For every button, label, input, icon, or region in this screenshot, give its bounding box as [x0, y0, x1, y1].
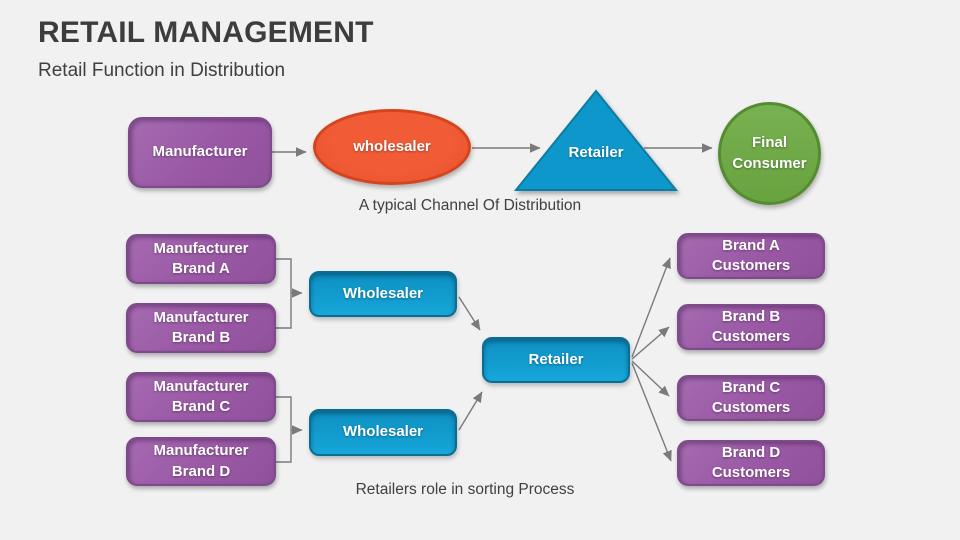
node-retailer-triangle-label: Retailer: [568, 144, 624, 161]
arrow-wholesaler1-to-retailer: [458, 296, 481, 331]
arrow-retailer-to-customersD: [631, 362, 672, 462]
arrow-retailer-to-customersC: [631, 360, 670, 397]
connector-brandAB-bracket: [276, 258, 292, 329]
node-retailer: Retailer: [482, 337, 630, 383]
top-diagram-caption: A typical Channel Of Distribution: [358, 197, 582, 214]
node-manufacturer-brand-b: Manufacturer Brand B: [126, 303, 276, 353]
node-final-consumer: Final Consumer: [718, 102, 821, 205]
triangle-retailer-shape: [513, 89, 679, 191]
node-brand-d-customers: Brand D Customers: [677, 440, 825, 486]
node-wholesaler-ellipse: wholesaler: [313, 109, 471, 185]
node-wholesaler-1: Wholesaler: [309, 271, 457, 317]
slide-title: RETAIL MANAGEMENT: [38, 16, 374, 49]
node-manufacturer-brand-a: Manufacturer Brand A: [126, 234, 276, 284]
node-manufacturer: Manufacturer: [128, 117, 272, 188]
arrow-wholesaler2-to-retailer: [458, 391, 483, 431]
node-wholesaler-2: Wholesaler: [309, 409, 457, 456]
node-brand-b-customers: Brand B Customers: [677, 304, 825, 350]
node-manufacturer-brand-c: Manufacturer Brand C: [126, 372, 276, 422]
connector-brandCD-bracket: [276, 396, 292, 463]
arrow-retailer-to-customersA: [631, 257, 671, 358]
node-brand-a-customers: Brand A Customers: [677, 233, 825, 279]
slide-subtitle: Retail Function in Distribution: [38, 60, 286, 81]
node-brand-c-customers: Brand C Customers: [677, 375, 825, 421]
bottom-diagram-caption: Retailers role in sorting Process: [355, 481, 575, 498]
node-manufacturer-brand-d: Manufacturer Brand D: [126, 437, 276, 486]
arrow-retailer-to-customersB: [631, 326, 670, 360]
